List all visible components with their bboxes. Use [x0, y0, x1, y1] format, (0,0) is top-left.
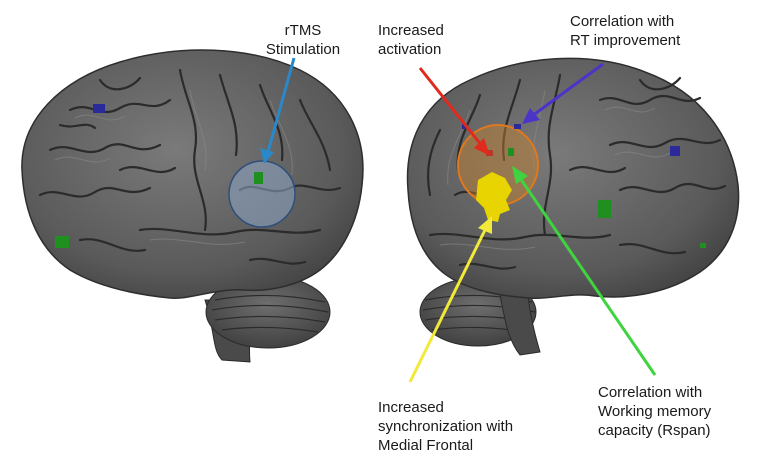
- roi-green-activation: [508, 148, 514, 156]
- rt-correlation-arrow: [522, 62, 604, 124]
- roi-blue-activation: [514, 124, 521, 129]
- increased-activation-label: Increased activation: [378, 22, 444, 58]
- left-cerebrum: [21, 49, 364, 299]
- left-blue-activation: [93, 104, 105, 113]
- left-brain: [21, 49, 364, 363]
- right-sulci: [426, 73, 727, 270]
- right-green-activation: [598, 200, 611, 218]
- yellow-synchronization-blob: [476, 172, 512, 222]
- left-gyri-highlights: [54, 89, 293, 245]
- right-blue-activation: [670, 146, 680, 156]
- left-cerebellum-folia: [211, 294, 329, 333]
- working-memory-correlation-label: Correlation with Working memory capacity…: [598, 384, 712, 439]
- rt-correlation-label: Correlation with RT improvement: [570, 13, 681, 49]
- right-green-activation-small: [700, 243, 706, 248]
- increased-synchronization-label: Increased synchronization with Medial Fr…: [378, 399, 514, 454]
- left-green-activation-frontal: [55, 236, 69, 248]
- roi-red-activation: [486, 150, 493, 156]
- rtms-arrow: [260, 57, 296, 164]
- working-memory-arrow: [512, 166, 657, 376]
- right-gyri-highlights: [439, 89, 671, 250]
- synchronization-arrow: [408, 216, 492, 383]
- left-green-activation-parietal: [254, 172, 263, 184]
- stimulation-circle: [228, 160, 296, 228]
- right-brainstem: [499, 294, 541, 356]
- activation-arrow: [418, 67, 490, 156]
- right-cerebrum: [406, 57, 740, 300]
- rtms-stimulation-label: rTMS Stimulation: [265, 22, 341, 58]
- right-brain: [406, 57, 740, 356]
